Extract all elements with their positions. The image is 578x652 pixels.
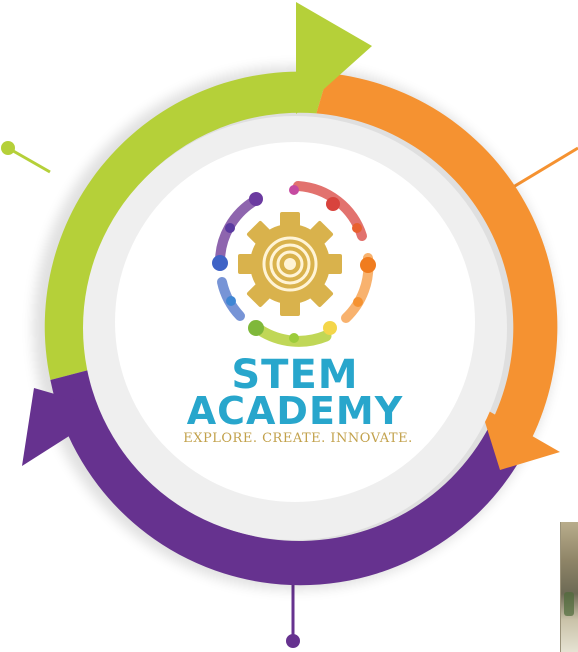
cycle-arrow-orange	[316, 73, 558, 453]
center-disc	[115, 142, 475, 502]
arrowhead-orange	[480, 406, 560, 470]
classroom-photo-thumbnail	[560, 522, 578, 652]
connector-dot-green	[1, 141, 15, 155]
gear-icon	[238, 212, 342, 316]
logo-title-academy: ACADEMY	[187, 389, 404, 433]
connector-line-green	[7, 146, 51, 174]
logo-dot-ring	[212, 181, 376, 347]
cycle-arrow-purple	[50, 370, 525, 586]
connector-dot-purple	[286, 634, 300, 648]
arrowhead-purple	[22, 388, 110, 466]
logo-tagline: EXPLORE. CREATE. INNOVATE.	[183, 431, 412, 446]
logo-title-stem: STEM	[231, 352, 358, 398]
arrowhead-green	[296, 2, 372, 114]
